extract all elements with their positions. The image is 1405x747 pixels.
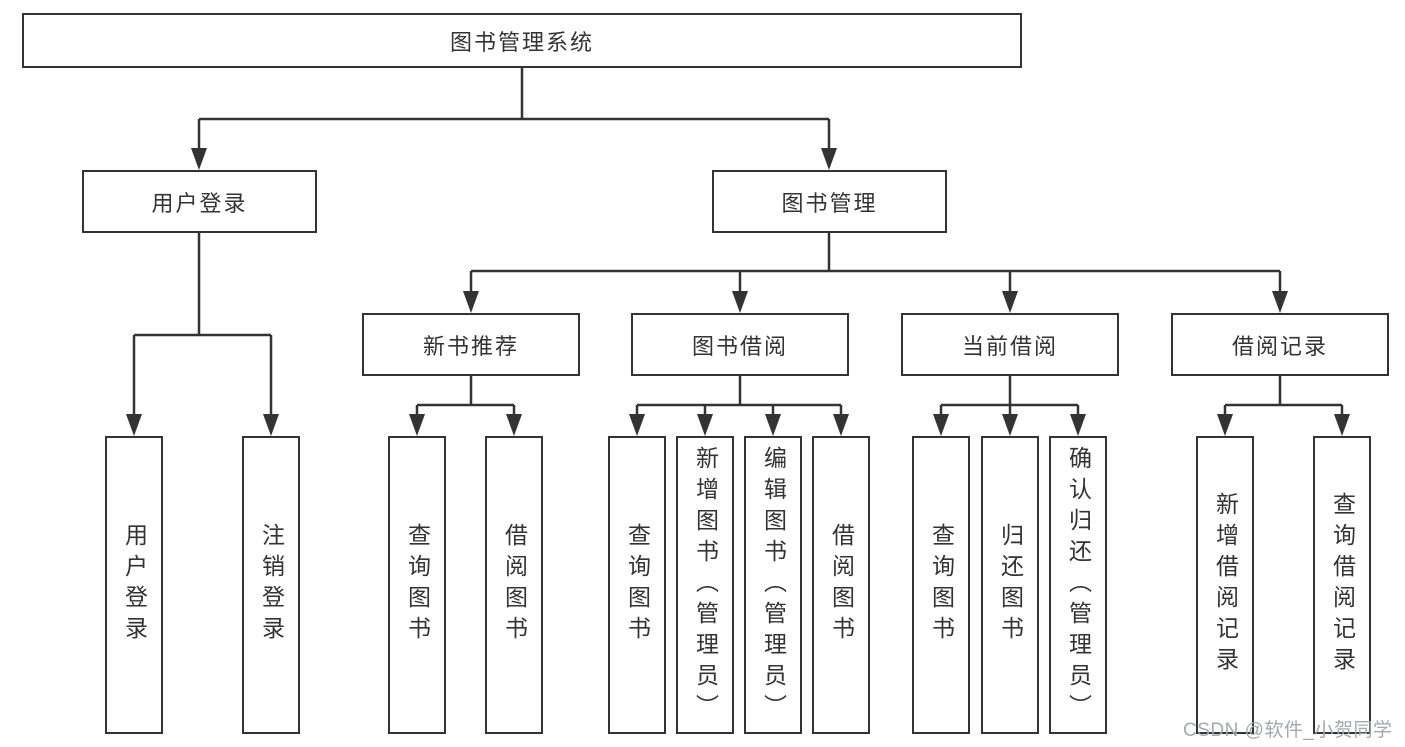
leaf-borrow-query-book-label: 查询图书 [624,523,651,647]
leaf-edit-book-admin-label: 编辑图书（管理员） [760,445,787,725]
leaf-add-book-admin-label: 新增图书（管理员） [692,445,719,725]
leaf-current-query-book: 查询图书 [912,436,970,734]
leaf-query-borrow-record-label: 查询借阅记录 [1329,492,1356,678]
leaf-query-borrow-record: 查询借阅记录 [1313,436,1371,734]
leaf-current-query-book-label: 查询图书 [928,523,955,647]
leaf-recommend-query-book: 查询图书 [388,436,446,734]
node-current-borrow: 当前借阅 [901,313,1119,376]
leaf-recommend-borrow-book: 借阅图书 [485,436,543,734]
leaf-logout-label: 注销登录 [258,523,285,647]
leaf-return-book-label: 归还图书 [997,523,1024,647]
leaf-borrow-book-label: 借阅图书 [828,523,855,647]
node-new-book-recommend-label: 新书推荐 [422,333,519,359]
node-current-borrow-label: 当前借阅 [961,333,1058,359]
leaf-borrow-query-book: 查询图书 [608,436,666,734]
leaf-edit-book-admin: 编辑图书（管理员） [744,436,802,734]
leaf-add-borrow-record-label: 新增借阅记录 [1212,492,1239,678]
node-user-login: 用户登录 [82,170,317,233]
leaf-recommend-borrow-book-label: 借阅图书 [501,523,528,647]
leaf-user-login-label: 用户登录 [121,523,148,647]
leaf-add-borrow-record: 新增借阅记录 [1196,436,1254,734]
node-root: 图书管理系统 [22,13,1022,68]
leaf-add-book-admin: 新增图书（管理员） [676,436,734,734]
node-book-borrow: 图书借阅 [631,313,849,376]
node-root-label: 图书管理系统 [449,29,594,55]
leaf-user-login: 用户登录 [105,436,163,734]
leaf-confirm-return-admin-label: 确认归还（管理员） [1065,445,1092,725]
node-borrow-records-label: 借阅记录 [1231,333,1328,359]
node-book-management: 图书管理 [712,170,947,233]
csdn-watermark: CSDN @软件_小贺同学 [1183,720,1393,741]
leaf-confirm-return-admin: 确认归还（管理员） [1049,436,1107,734]
node-book-borrow-label: 图书借阅 [691,333,788,359]
leaf-return-book: 归还图书 [981,436,1039,734]
node-new-book-recommend: 新书推荐 [362,313,580,376]
node-book-management-label: 图书管理 [781,190,878,216]
leaf-recommend-query-book-label: 查询图书 [404,523,431,647]
leaf-borrow-book: 借阅图书 [812,436,870,734]
node-user-login-label: 用户登录 [151,190,248,216]
leaf-logout: 注销登录 [242,436,300,734]
node-borrow-records: 借阅记录 [1171,313,1389,376]
